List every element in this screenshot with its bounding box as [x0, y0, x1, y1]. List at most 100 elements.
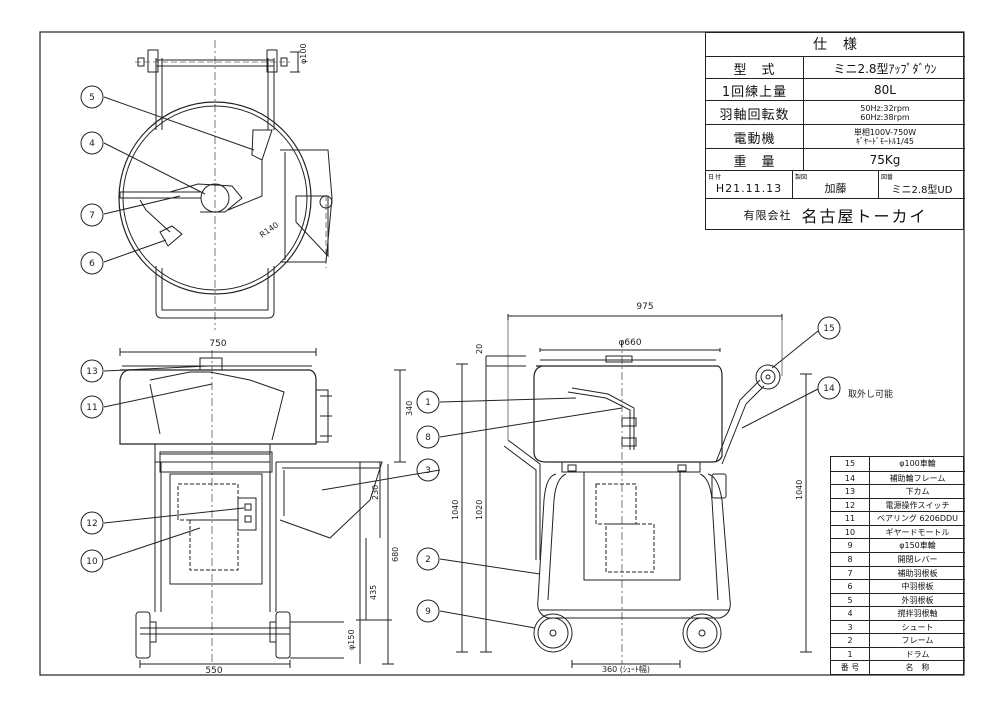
- part-name: シュート: [901, 622, 934, 632]
- dim-front-base: 550: [205, 666, 222, 676]
- part-name: ドラム: [905, 649, 930, 659]
- spec-value: 単相100V-750W ｷﾞﾔｰﾄﾞﾓｰﾄﾙ1/45: [803, 125, 966, 149]
- spec-row: 電動機 単相100V-750W ｷﾞﾔｰﾄﾞﾓｰﾄﾙ1/45: [706, 124, 965, 149]
- balloon-6: 6: [89, 259, 95, 269]
- parts-row: 14 補助輪フレーム: [831, 470, 965, 486]
- part-number: 14: [831, 471, 870, 486]
- note-removable: 取外し可能: [848, 388, 893, 400]
- date-value: H21.11.13: [715, 181, 783, 195]
- spec-meta-row: 日付 H21.11.13 製図 加藤 図番 ミニ2.8型UD: [706, 170, 965, 199]
- parts-row: 3 シュート: [831, 619, 965, 635]
- spec-row: 重 量 75Kg: [706, 148, 965, 171]
- part-name: φ100車輪: [899, 459, 936, 468]
- dim-h230: 230: [371, 485, 380, 500]
- part-number: 13: [831, 485, 870, 499]
- company-cell: 有限会社 名古屋トーカイ: [706, 199, 965, 231]
- part-number: 1: [831, 647, 870, 662]
- dim-h1040-right: 1040: [795, 480, 804, 500]
- dim-chute-width: 360 (ｼｭｰﾄ幅): [602, 664, 650, 674]
- part-number: 15: [831, 457, 870, 471]
- spec-row: 型 式 ミニ2.8型ｱｯﾌﾟﾀﾞｳﾝ: [706, 56, 965, 79]
- part-number: 5: [831, 593, 870, 608]
- part-name: 下カム: [905, 487, 930, 497]
- balloon-4: 4: [89, 139, 95, 149]
- parts-row: 6 中羽根板: [831, 579, 965, 594]
- spec-table: 仕 様 型 式 ミニ2.8型ｱｯﾌﾟﾀﾞｳﾝ 1回練上量 80L 羽軸回転数 5…: [705, 32, 965, 231]
- spec-label: 羽軸回転数: [719, 107, 790, 123]
- balloon-9: 9: [425, 607, 431, 617]
- dim-h435: 435: [369, 585, 378, 600]
- front-balloons: [80, 359, 441, 573]
- dim-radius: R140: [258, 220, 280, 239]
- part-number: 6: [831, 580, 870, 594]
- drawing-border: [39, 31, 965, 676]
- dim-front-width: 750: [209, 339, 226, 349]
- parts-row: 4 撹拌羽根軸: [831, 606, 965, 621]
- parts-header-name: 名 称: [905, 663, 930, 673]
- maker-caption: 製図: [795, 174, 808, 181]
- dim-h340: 340: [405, 401, 414, 416]
- drawing-no: ミニ2.8型UD: [891, 184, 953, 196]
- balloon-12: 12: [86, 519, 97, 529]
- part-number: 2: [831, 634, 870, 648]
- spec-title-row: 仕 様: [706, 32, 965, 56]
- dim-drum-dia: φ660: [618, 338, 641, 348]
- spec-value-line2: 60Hz:38rpm: [860, 113, 910, 122]
- parts-row: 8 開閉レバー: [831, 551, 965, 567]
- balloon-14: 14: [823, 384, 835, 394]
- parts-row: 2 フレーム: [831, 633, 965, 648]
- spec-label: 1回練上量: [721, 84, 788, 100]
- side-view: [456, 314, 812, 668]
- spec-row: 羽軸回転数 50Hz:32rpm 60Hz:38rpm: [706, 100, 965, 125]
- part-number: 7: [831, 566, 870, 581]
- company-prefix: 有限会社: [743, 209, 792, 222]
- spec-value-line1: 50Hz:32rpm: [860, 104, 910, 113]
- dim-d20: 20: [475, 344, 484, 354]
- spec-label: 重 量: [733, 154, 776, 170]
- part-number: 9: [831, 539, 870, 553]
- spec-value: ミニ2.8型ｱｯﾌﾟﾀﾞｳﾝ: [803, 57, 966, 79]
- maker-value: 加藤: [824, 182, 847, 195]
- spec-title: 仕 様: [813, 37, 858, 53]
- balloon-15: 15: [823, 324, 834, 334]
- part-number: 4: [831, 607, 870, 621]
- part-name: 開閉レバー: [897, 554, 938, 564]
- part-name: 中羽根板: [901, 582, 934, 592]
- spec-row: 1回練上量 80L: [706, 78, 965, 101]
- dim-top-wheel: φ100: [299, 43, 308, 64]
- part-name: ベアリング 6206DDU: [876, 514, 959, 524]
- balloon-10: 10: [86, 557, 98, 567]
- parts-row: 13 下カム: [831, 484, 965, 499]
- balloon-2: 2: [425, 555, 431, 565]
- spec-value: 75Kg: [803, 149, 966, 171]
- balloon-13: 13: [86, 367, 97, 377]
- parts-row: 15 φ100車輪: [831, 457, 965, 471]
- parts-header-no: 番 号: [831, 661, 870, 675]
- spec-date-cell: 日付 H21.11.13: [706, 171, 792, 199]
- part-name: 撹拌羽根軸: [897, 609, 938, 619]
- balloon-8: 8: [425, 433, 431, 443]
- balloon-5: 5: [89, 93, 95, 103]
- spec-value: 80L: [803, 79, 966, 101]
- balloon-11: 11: [86, 403, 97, 413]
- spec-label: 型 式: [733, 62, 776, 78]
- front-view: [119, 348, 406, 668]
- part-name: 外羽根板: [901, 595, 934, 605]
- company-name: 名古屋トーカイ: [801, 207, 928, 226]
- spec-company-row: 有限会社 名古屋トーカイ: [706, 198, 965, 231]
- side-balloons: [416, 316, 841, 629]
- part-name: 電源操作スイッチ: [885, 500, 950, 510]
- part-number: 11: [831, 512, 870, 526]
- spec-drawing-cell: 図番 ミニ2.8型UD: [878, 171, 965, 199]
- part-name: 補助輪フレーム: [889, 473, 946, 483]
- balloon-1: 1: [425, 398, 431, 408]
- part-number: 3: [831, 620, 870, 635]
- spec-maker-cell: 製図 加藤: [792, 171, 878, 199]
- top-balloons: [80, 85, 255, 275]
- part-name: フレーム: [901, 636, 934, 646]
- top-view: [118, 40, 333, 330]
- part-number: 8: [831, 552, 870, 567]
